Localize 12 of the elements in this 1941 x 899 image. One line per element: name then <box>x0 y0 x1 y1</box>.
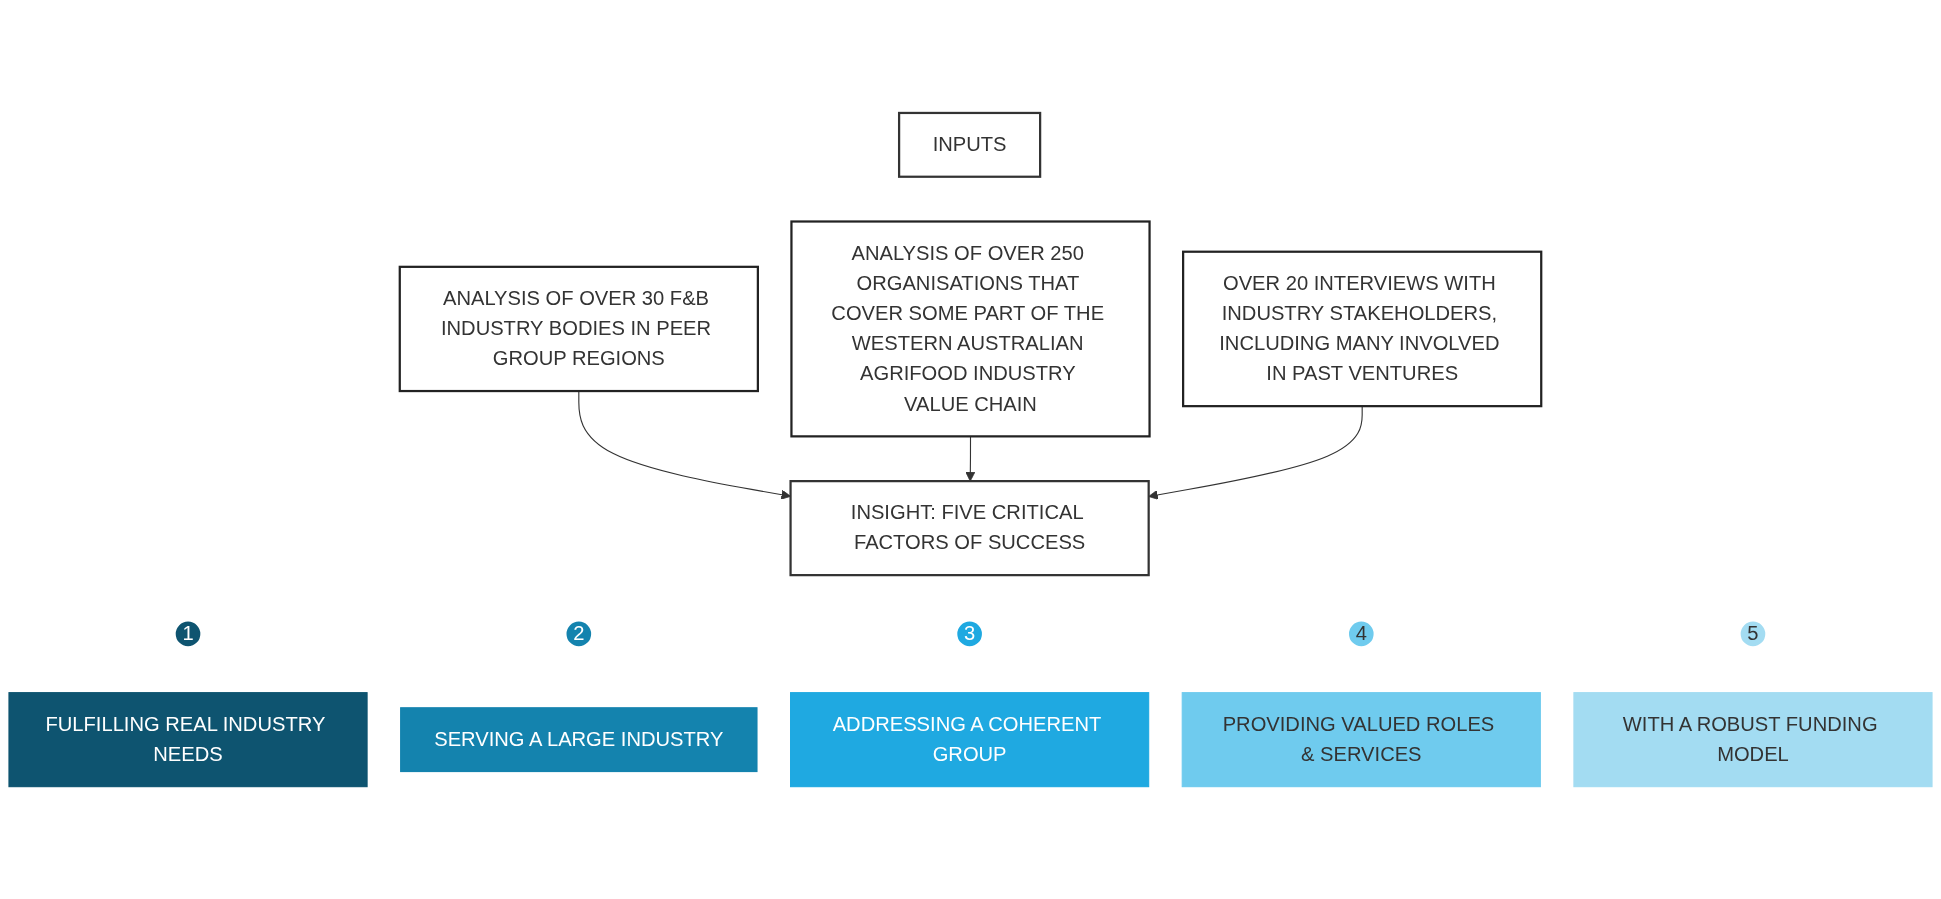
node-box: SERVING A LARGE INDUSTRY <box>400 706 758 772</box>
arrow <box>578 390 791 500</box>
arrow <box>1148 405 1363 500</box>
node-box: INSIGHT: FIVE CRITICAL FACTORS OF SUCCESS <box>789 479 1150 576</box>
node-box: FULFILLING REAL INDUSTRY NEEDS <box>8 691 368 787</box>
node-box: ANALYSIS OF OVER 250 ORGANISATIONS THAT COVER SOME PART OF THE WESTERN AUSTRALIAN AGRIFOOD INDUSTRY VALUE CHAIN <box>790 220 1151 438</box>
node-box: ADDRESSING A COHERENT GROUP <box>790 691 1150 787</box>
node-box: WITH A ROBUST FUNDING MODEL <box>1573 691 1933 787</box>
node-box: OVER 20 INTERVIEWS WITH INDUSTRY STAKEHOLDERS, INCLUDING MANY INVOLVED IN PAST VENTURES <box>1182 250 1543 407</box>
node-box: PROVIDING VALUED ROLES & SERVICES <box>1181 691 1541 787</box>
node-box: ANALYSIS OF OVER 30 F&B INDUSTRY BODIES IN PEER GROUP REGIONS <box>398 265 759 392</box>
node-box: INPUTS <box>898 111 1042 178</box>
